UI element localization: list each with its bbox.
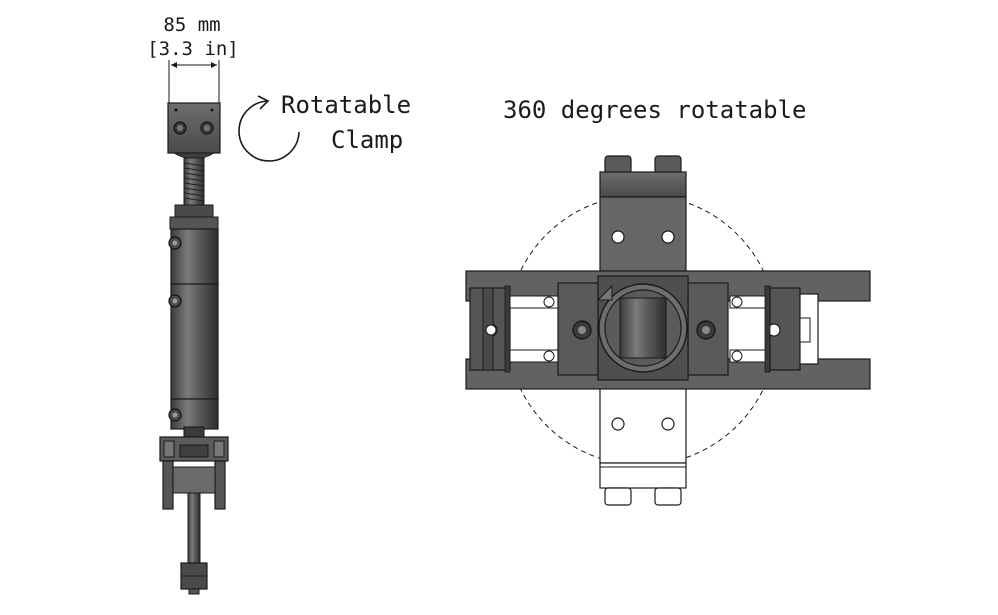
rotation-arrow-icon: [238, 100, 300, 162]
ghost-bolt-head: [654, 487, 682, 506]
hex-nut: [174, 204, 214, 218]
top-bracket: [599, 155, 687, 280]
rotation-degrees-label: 360 degrees rotatable: [503, 96, 806, 124]
clamped-cylinder: [619, 297, 667, 359]
fork-arm-right: [214, 460, 226, 510]
divider-strip: [504, 285, 511, 373]
end-cap-slot: [799, 317, 811, 343]
jaw-bolt-icon: [702, 326, 710, 334]
bolt-icon: [204, 125, 210, 131]
bracket-tab-left: [163, 440, 175, 458]
bolt-icon: [177, 125, 183, 131]
dimension-metric: 85 mm: [163, 14, 220, 36]
bolt-head: [654, 155, 682, 175]
hole-icon: [731, 296, 743, 308]
ghost-bolt-head: [604, 487, 632, 506]
jaw-bolt-icon: [578, 326, 586, 334]
hole-icon: [731, 350, 743, 362]
width-dimension: 85 mm [3.3 in]: [147, 14, 239, 103]
side-view-clamp: [159, 102, 229, 595]
hole-icon: [661, 417, 675, 431]
hole-icon: [661, 230, 675, 244]
rotated-bracket-ghost: [599, 377, 687, 506]
hole-icon: [611, 417, 625, 431]
rotatable-label: Rotatable: [281, 91, 411, 119]
dim-arrow-right: [211, 62, 217, 68]
side-screw-icon: [172, 412, 178, 418]
holder-notch: [596, 284, 613, 301]
fork-arm-left: [162, 460, 174, 510]
dimension-imperial: [3.3 in]: [147, 38, 239, 60]
hole-icon: [611, 230, 625, 244]
clamp-label: Clamp: [331, 126, 403, 154]
dim-arrow-left: [171, 62, 177, 68]
screw-hole-icon: [174, 108, 178, 112]
hole-icon: [543, 350, 555, 362]
bottom-rod: [187, 492, 201, 566]
rotation-annotation: Rotatable Clamp: [238, 91, 411, 162]
side-screw-icon: [172, 298, 178, 304]
rotation-arrowhead-icon: [257, 95, 270, 110]
divider-strip: [764, 285, 771, 373]
side-screw-icon: [172, 240, 178, 246]
collar: [169, 216, 219, 230]
top-bracket-cap: [599, 171, 687, 198]
hole-icon: [485, 324, 497, 336]
hole-icon: [543, 296, 555, 308]
bracket-center: [179, 444, 209, 458]
bolt-head: [604, 155, 632, 175]
screw-hole-icon: [210, 108, 214, 112]
top-view-assembly: [465, 155, 871, 506]
rod-threads: [183, 162, 205, 202]
bracket-tab-right: [213, 440, 225, 458]
fork-crossbar: [172, 466, 216, 494]
bracket-stem: [183, 426, 205, 438]
rod-tip: [188, 588, 200, 595]
